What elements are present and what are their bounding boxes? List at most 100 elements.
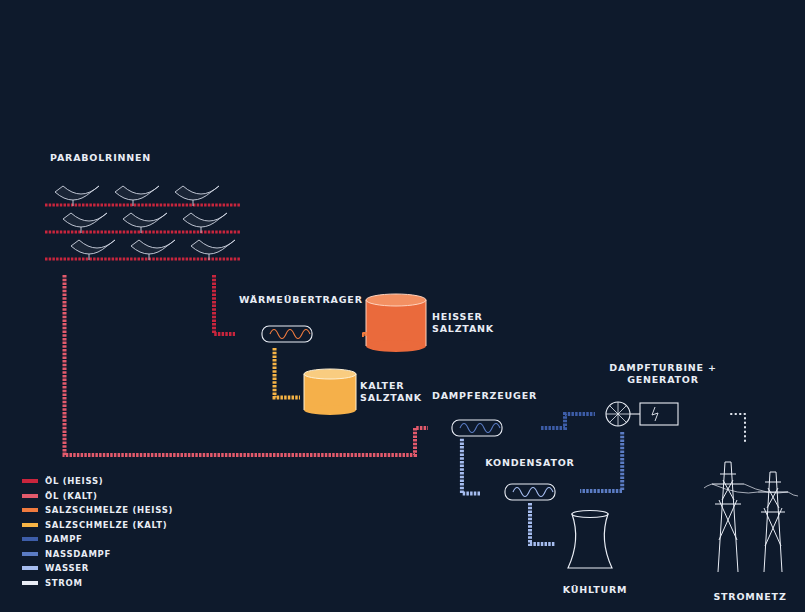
component-label: HEISSER SALZTANK	[432, 311, 506, 335]
turbine-generator-symbol	[606, 402, 678, 426]
parabolic-troughs-part	[115, 186, 159, 206]
component-label: STROMNETZ	[713, 591, 786, 603]
heat-exchanger-symbol	[262, 326, 312, 342]
hot-salt-tank: HEISSER SALZTANK	[362, 290, 510, 356]
collector-feed-lines-part	[45, 231, 240, 234]
collector-feed-lines-part	[45, 204, 240, 207]
legend-swatch	[22, 581, 38, 585]
legend-swatch	[22, 479, 38, 483]
legend-text: WASSER	[45, 563, 89, 573]
component-label: WÄRMEÜBERTRAGER	[239, 294, 363, 306]
legend-entry: SALZSCHMELZE (KALT)	[22, 518, 173, 533]
pipe	[462, 438, 480, 493]
pipe	[731, 414, 745, 445]
parabolic-troughs-part	[123, 213, 167, 233]
cooling-tower	[568, 511, 612, 569]
collector-feed-lines-part	[45, 258, 240, 261]
power-pylons	[704, 462, 798, 572]
component-label: KONDENSATOR	[485, 457, 574, 469]
legend-swatch	[22, 508, 38, 512]
legend-swatch	[22, 566, 38, 570]
legend-text: NASSDAMPF	[45, 549, 111, 559]
legend-swatch	[22, 552, 38, 556]
parabolic-troughs-part	[55, 186, 99, 206]
legend-entry: NASSDAMPF	[22, 547, 173, 562]
condenser-symbol-part	[505, 484, 555, 500]
hot-salt-tank-part	[366, 300, 367, 346]
pipe	[65, 275, 429, 455]
condenser-symbol-part	[513, 488, 553, 497]
condenser: KONDENSATOR	[480, 455, 580, 503]
parabolic-troughs	[55, 186, 235, 260]
legend-entry: WASSER	[22, 561, 173, 576]
steam-generator-symbol-part	[460, 424, 500, 433]
collector-field: PARABOLRINNEN	[30, 150, 260, 275]
legend-entry: STROM	[22, 576, 173, 591]
turbine-generator: DAMPFTURBINE + GENERATOR	[595, 360, 731, 432]
legend-entry: ÖL (KALT)	[22, 489, 173, 504]
cold-salt-tank: KALTER SALZTANK	[300, 364, 438, 420]
cold-salt-tank-part	[304, 374, 305, 410]
heat-exchanger-symbol-part	[270, 330, 310, 339]
cold-salt-tank-part	[356, 374, 357, 410]
cold-salt-tank	[304, 369, 356, 415]
heat-exchanger-symbol-part	[262, 326, 312, 342]
legend-entry: DAMPF	[22, 532, 173, 547]
hot-salt-tank-part	[426, 300, 427, 346]
turbine-generator-symbol-part	[606, 402, 630, 426]
cooling-tower-part	[572, 511, 608, 518]
heat-exchanger: WÄRMEÜBERTRAGER	[235, 292, 367, 348]
turbine-generator-symbol-part	[640, 403, 678, 425]
component-label: DAMPFTURBINE + GENERATOR	[599, 362, 727, 386]
cold-salt-tank-part	[304, 405, 356, 415]
power-pylons-part	[704, 484, 798, 496]
turbine-generator-symbol-part	[630, 413, 640, 414]
component-label: DAMPFERZEUGER	[432, 390, 537, 402]
hot-salt-tank-part	[366, 340, 426, 352]
power-pylons-part	[712, 462, 744, 572]
pipe	[214, 275, 235, 334]
legend-text: DAMPF	[45, 534, 83, 544]
component-label: KALTER SALZTANK	[360, 380, 434, 404]
parabolic-troughs-part	[191, 240, 235, 260]
legend-swatch	[22, 537, 38, 541]
parabolic-troughs-part	[175, 186, 219, 206]
hot-salt-tank	[366, 294, 426, 352]
legend-swatch	[22, 523, 38, 527]
legend-entry: ÖL (HEISS)	[22, 474, 173, 489]
steam-generator-symbol-part	[452, 420, 502, 436]
pipe	[541, 414, 595, 428]
legend-text: ÖL (HEISS)	[45, 476, 103, 486]
parabolic-troughs-part	[71, 240, 115, 260]
power-pylons-part	[758, 472, 788, 572]
turbine-generator-symbol-part	[606, 402, 630, 426]
legend-text: ÖL (KALT)	[45, 491, 98, 501]
legend-text: SALZSCHMELZE (HEISS)	[45, 505, 173, 515]
pipe	[580, 432, 622, 491]
legend: ÖL (HEISS) ÖL (KALT) SALZSCHMELZE (HEISS) S…	[22, 474, 173, 590]
cooling-tower: KÜHLTURM	[555, 508, 635, 598]
component-label: PARABOLRINNEN	[50, 152, 151, 164]
turbine-generator-symbol-part	[652, 407, 658, 421]
parabolic-troughs-part	[63, 213, 107, 233]
legend-swatch	[22, 494, 38, 498]
parabolic-troughs-part	[131, 240, 175, 260]
cooling-tower-part	[568, 514, 612, 568]
collector-feed-lines	[45, 205, 240, 259]
condenser-symbol	[505, 484, 555, 500]
component-label: KÜHLTURM	[563, 584, 628, 596]
power-grid: STROMNETZ	[700, 445, 800, 605]
pipe	[275, 348, 300, 398]
legend-text: SALZSCHMELZE (KALT)	[45, 520, 167, 530]
steam-generator: DAMPFERZEUGER	[428, 388, 541, 438]
legend-text: STROM	[45, 578, 83, 588]
pipe	[362, 332, 367, 337]
steam-generator-symbol	[452, 420, 502, 436]
cold-salt-tank-part	[304, 369, 356, 379]
parabolic-troughs-part	[183, 213, 227, 233]
legend-entry: SALZSCHMELZE (HEISS)	[22, 503, 173, 518]
pipe	[530, 503, 555, 544]
hot-salt-tank-part	[366, 300, 426, 346]
hot-salt-tank-part	[366, 294, 426, 306]
